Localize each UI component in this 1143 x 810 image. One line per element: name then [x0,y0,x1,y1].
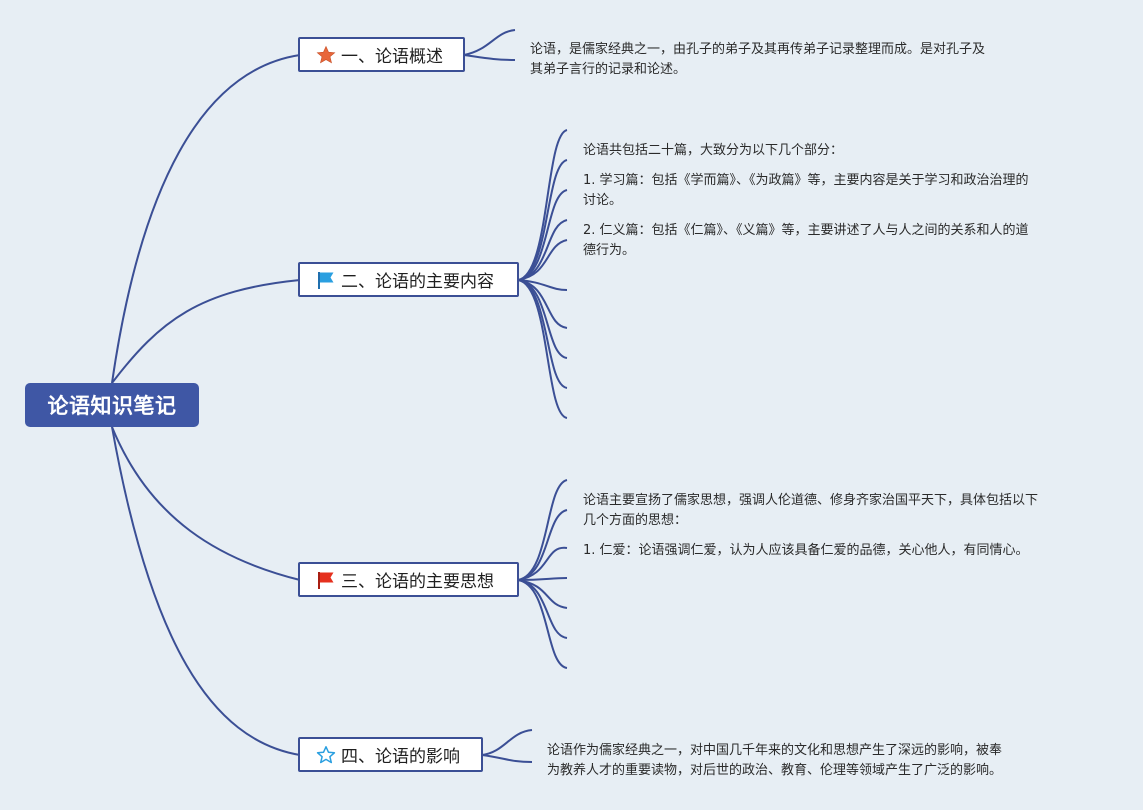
note-line: 为教养人才的重要读物，对后世的政治、教育、伦理等领域产生了广泛的影响。 [547,763,1003,778]
root-to-topic1-line [111,54,301,384]
blue-flag-icon [316,270,336,290]
note-line: 论语共包括二十篇，大致分为以下几个部分： [583,143,844,158]
note-line: 论语主要宣扬了儒家思想，强调人伦道德、修身齐家治国平天下，具体包括以下 [583,493,1039,508]
topic-main-thought[interactable]: 三、论语的主要思想 [298,562,519,597]
note-influence: 论语作为儒家经典之一，对中国几千年来的文化和思想产生了深远的影响，被奉 为教养人… [547,741,1002,781]
note-line: 论语作为儒家经典之一，对中国几千年来的文化和思想产生了深远的影响，被奉 [547,743,1003,758]
topic-overview[interactable]: 一、论语概述 [298,37,465,72]
topic-label: 四、论语的影响 [341,747,460,767]
topic-label: 一、论语概述 [341,47,443,67]
topic-main-content[interactable]: 二、论语的主要内容 [298,262,519,297]
note-line: 讨论。 [583,193,623,208]
root-to-topic3-line [111,426,301,581]
red-flag-icon [316,570,336,590]
note-line: 论语，是儒家经典之一，由孔子的弟子及其再传弟子记录整理而成。是对孔子及 [530,42,986,57]
topic-label: 二、论语的主要内容 [341,272,494,292]
note-line: 1. 仁爱：论语强调仁爱，认为人应该具备仁爱的品德，关心他人，有同情心。 [583,543,1029,558]
topic1-branch-b [463,54,516,61]
root-topic[interactable]: 论语知识笔记 [25,383,199,427]
note-line: 德行为。 [583,243,636,258]
root-to-topic4-line [111,426,301,756]
root-to-topic2-line [111,279,301,384]
note-line: 1. 学习篇：包括《学而篇》、《为政篇》等，主要内容是关于学习和政治治理的 [583,173,1029,188]
topic-influence[interactable]: 四、论语的影响 [298,737,483,772]
topic1-branch-a [463,29,516,56]
note-line: 其弟子言行的记录和论述。 [530,62,687,77]
note-main-thought: 论语主要宣扬了儒家思想，强调人伦道德、修身齐家治国平天下，具体包括以下 几个方面… [583,491,1038,561]
note-line: 2. 仁义篇：包括《仁篇》、《义篇》等，主要讲述了人与人之间的关系和人的道 [583,223,1029,238]
note-overview: 论语，是儒家经典之一，由孔子的弟子及其再传弟子记录整理而成。是对孔子及 其弟子言… [530,40,985,80]
note-line: 几个方面的思想： [583,513,688,528]
root-title: 论语知识笔记 [47,394,177,418]
star-outline-icon [316,745,336,765]
star-filled-icon [316,45,336,65]
topic-label: 三、论语的主要思想 [341,572,494,592]
note-main-content: 论语共包括二十篇，大致分为以下几个部分： 1. 学习篇：包括《学而篇》、《为政篇… [583,141,1029,261]
